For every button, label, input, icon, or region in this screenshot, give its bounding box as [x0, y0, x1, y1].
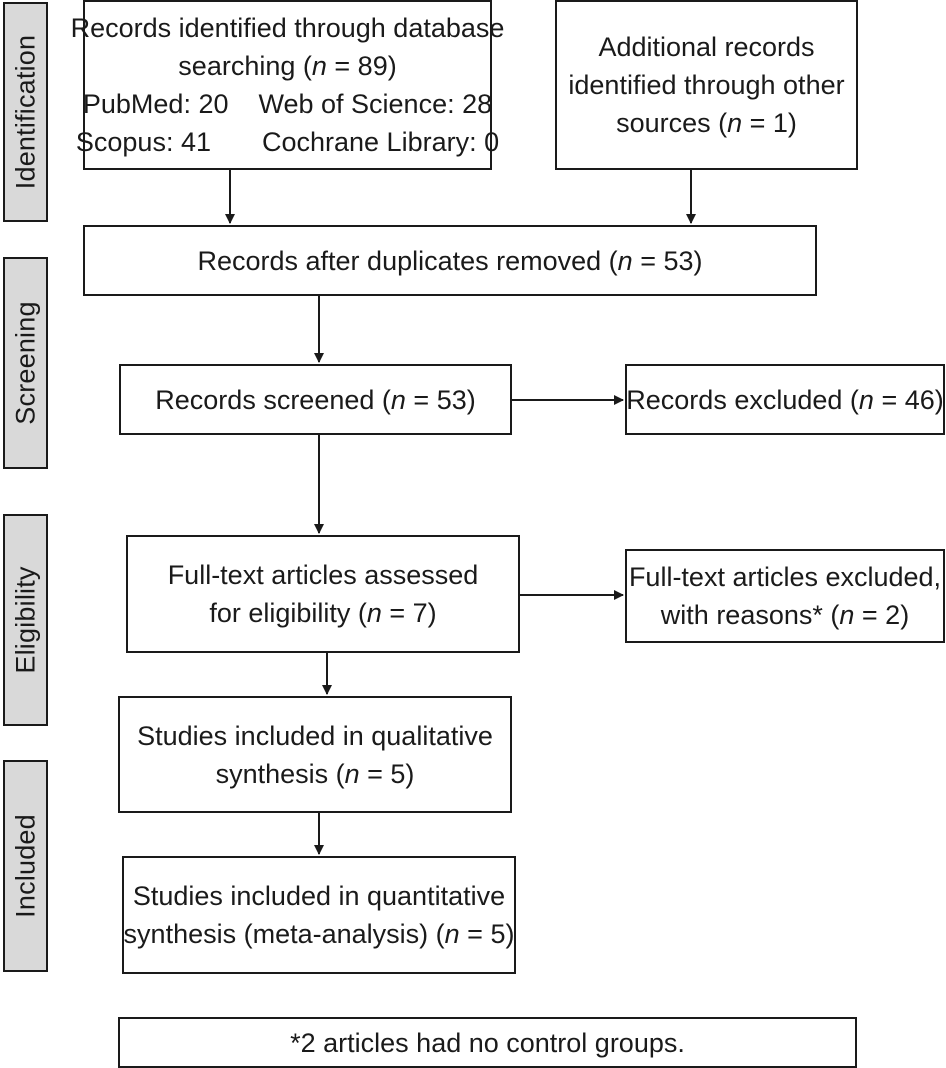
wos-count: Web of Science: 28 — [258, 89, 493, 119]
records-excluded-box: Records excluded (n = 46) — [625, 364, 945, 435]
fulltext-excluded-box: Full-text articles excluded, with reason… — [625, 549, 945, 643]
footnote-box: *2 articles had no control groups. — [118, 1017, 857, 1068]
other-sources-box: Additional records identified through ot… — [555, 0, 858, 170]
db-search-title: Records identified through database — [70, 13, 505, 43]
phase-eligibility: Eligibility — [3, 514, 48, 726]
quantitative-synthesis-box: Studies included in quantitative synthes… — [122, 856, 516, 974]
qualitative-synthesis-box: Studies included in qualitative synthesi… — [118, 696, 512, 813]
phase-screening: Screening — [3, 257, 48, 469]
duplicates-removed-box: Records after duplicates removed (n = 53… — [83, 225, 817, 296]
fulltext-assessed-box: Full-text articles assessed for eligibil… — [126, 535, 520, 653]
cochrane-count: Cochrane Library: 0 — [261, 127, 500, 157]
footnote-text: *2 articles had no control groups. — [290, 1027, 685, 1058]
phase-identification: Identification — [3, 2, 48, 222]
phase-included: Included — [3, 760, 48, 972]
records-screened-box: Records screened (n = 53) — [119, 364, 512, 435]
pubmed-count: PubMed: 20 — [82, 89, 229, 119]
scopus-count: Scopus: 41 — [75, 127, 211, 157]
db-search-box: Records identified through database sear… — [71, 0, 504, 170]
